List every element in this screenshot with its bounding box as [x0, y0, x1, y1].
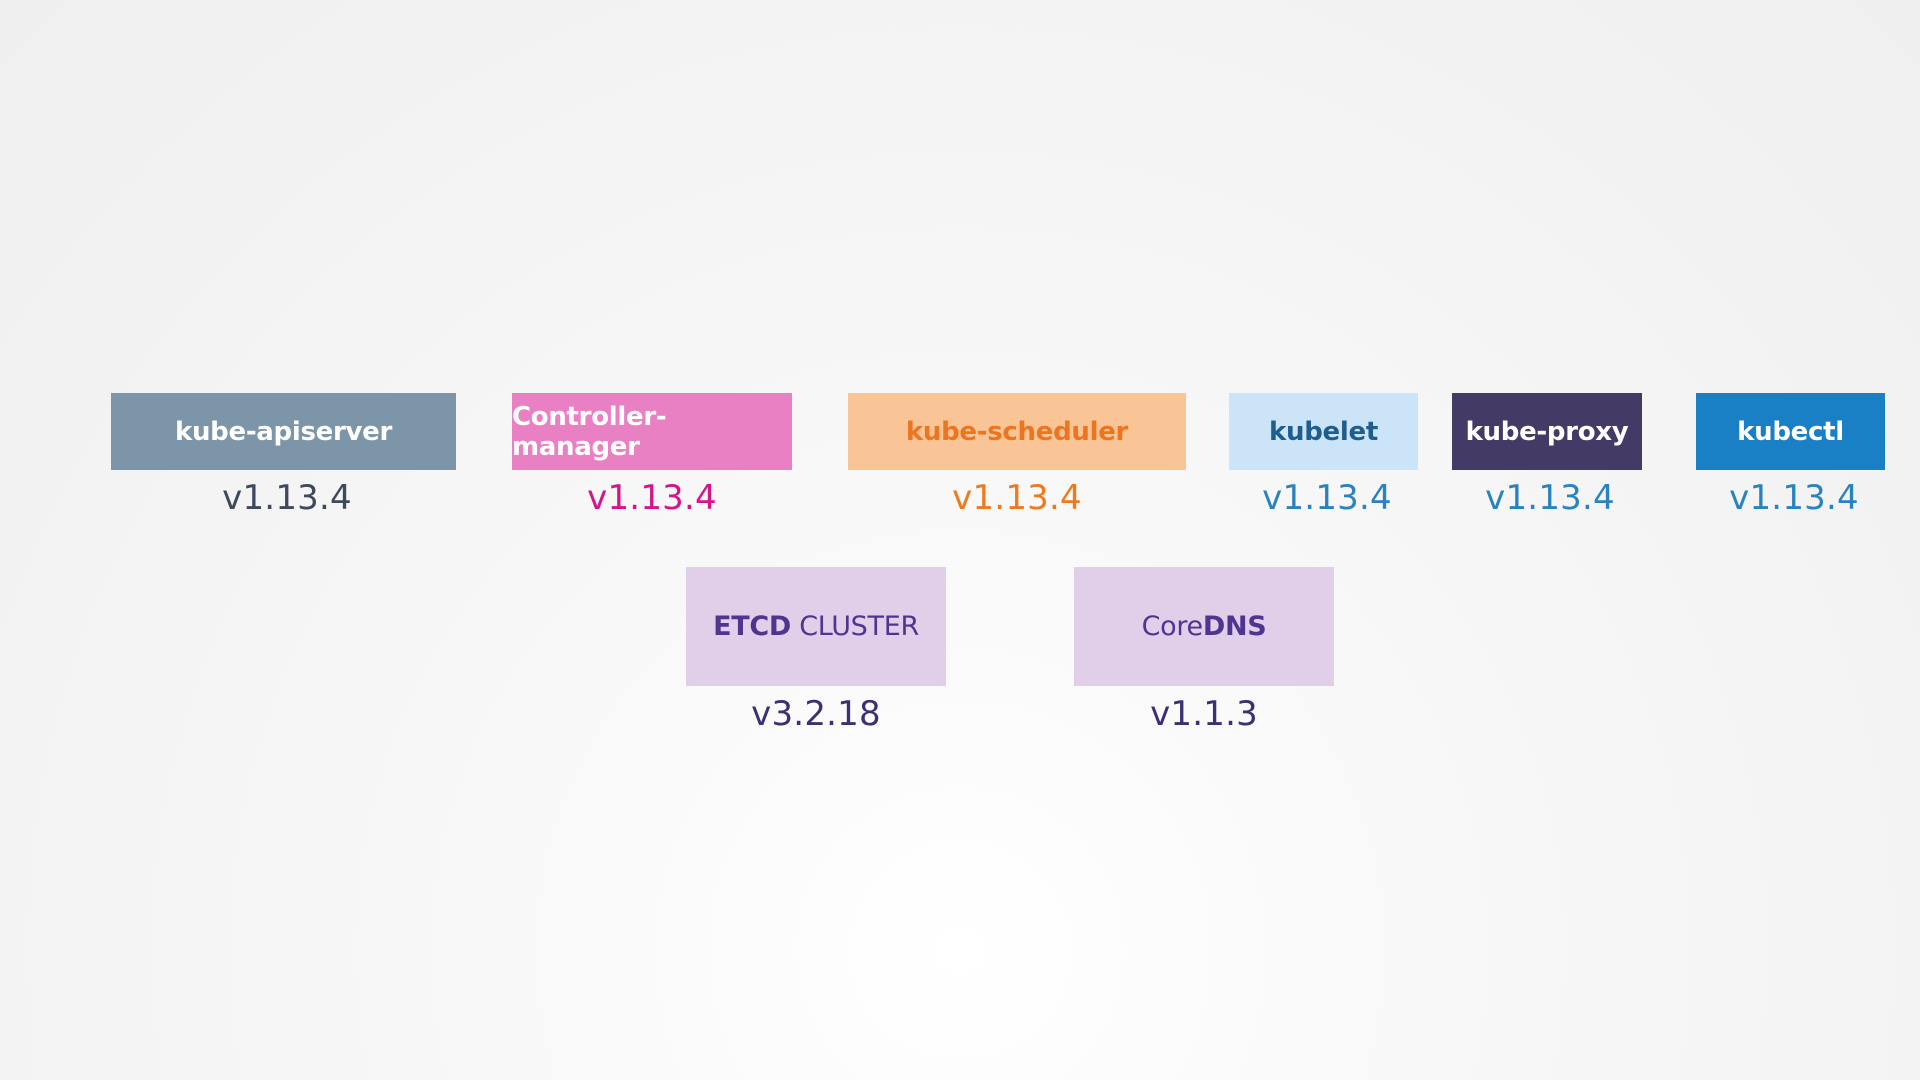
kubelet-box: kubelet: [1229, 393, 1418, 470]
kube-apiserver-label: kube-apiserver: [174, 416, 393, 447]
kube-scheduler-label: kube-scheduler: [905, 416, 1129, 447]
kubelet-version: v1.13.4: [1262, 478, 1392, 518]
coredns-label-light: Core: [1141, 611, 1204, 642]
etcd-label-light: CLUSTER: [790, 611, 919, 642]
controller-manager-box: Controller-manager: [512, 393, 792, 470]
kube-proxy-box: kube-proxy: [1452, 393, 1642, 470]
etcd-label-strong: ETCD: [713, 611, 791, 642]
kubelet-label: kubelet: [1269, 416, 1378, 447]
kube-scheduler-box: kube-scheduler: [848, 393, 1186, 470]
controller-manager-label: Controller-manager: [512, 401, 667, 462]
coredns-version: v1.1.3: [1150, 694, 1258, 734]
kubectl-version: v1.13.4: [1729, 478, 1859, 518]
kubectl-label: kubectl: [1737, 416, 1844, 447]
kube-proxy-label: kube-proxy: [1465, 416, 1629, 447]
controller-manager-version: v1.13.4: [587, 478, 717, 518]
kubectl-box: kubectl: [1696, 393, 1885, 470]
kube-apiserver-box: kube-apiserver: [111, 393, 456, 470]
kube-proxy-version: v1.13.4: [1485, 478, 1615, 518]
etcd-cluster-box: ETCD CLUSTER: [686, 567, 946, 686]
kube-apiserver-version: v1.13.4: [222, 478, 352, 518]
kube-scheduler-version: v1.13.4: [952, 478, 1082, 518]
etcd-version: v3.2.18: [751, 694, 881, 734]
coredns-label-strong: DNS: [1202, 611, 1267, 642]
